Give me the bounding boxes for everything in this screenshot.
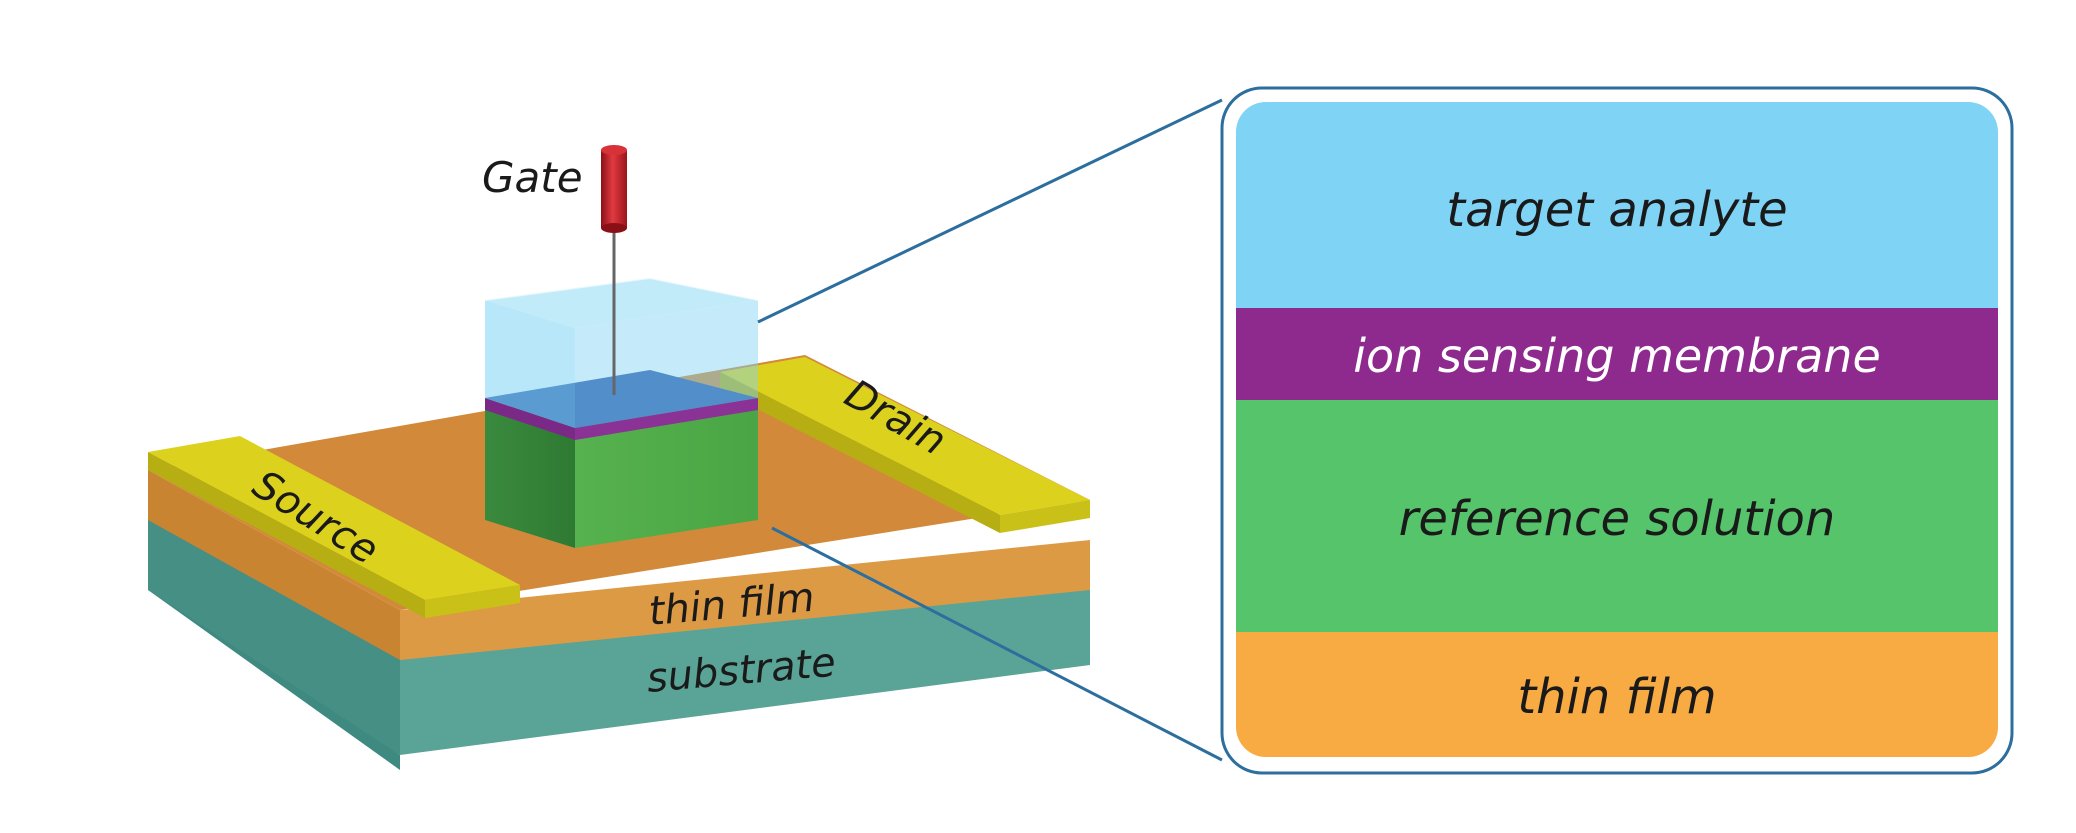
layer-target-analyte [1236, 102, 1998, 308]
substrate-right-face [400, 580, 1090, 755]
reference-front-face [485, 405, 575, 548]
gate-cylinder-bottom [601, 223, 627, 233]
sensing-cube [484, 276, 759, 548]
zoom-connector-top [757, 98, 1223, 324]
substrate-layer [148, 505, 1090, 770]
gate-cylinder-top [601, 145, 627, 155]
source-electrode [148, 436, 520, 618]
analyte-top-face [485, 278, 758, 328]
drain-top-face [720, 357, 1090, 515]
thin-film-left-face [148, 470, 400, 660]
membrane-right-strip [575, 398, 758, 440]
analyte-front-face [485, 300, 575, 428]
layer-thin-film [1236, 632, 1998, 757]
layer-ion-sensing-membrane [1236, 308, 1998, 400]
gate-label: Gate [482, 153, 583, 202]
gate-probe [601, 145, 627, 395]
thin-film-panel-label: thin film [1517, 669, 1716, 725]
drain-left-face [720, 372, 1000, 533]
source-end-face [425, 585, 520, 618]
drain-front-face [1000, 500, 1090, 533]
ion-sensing-membrane-label: ion sensing membrane [1353, 329, 1881, 383]
source-top-face [148, 436, 520, 600]
target-analyte-label: target analyte [1446, 182, 1787, 238]
substrate-left-face [148, 505, 400, 755]
analyte-right-face [575, 300, 758, 428]
membrane-front-strip [485, 398, 575, 440]
drain-electrode [720, 357, 1090, 533]
source-front-face [148, 452, 425, 618]
thin-film-right-face [400, 540, 1090, 660]
zoom-connector-bottom [771, 526, 1223, 762]
zoom-panel [1220, 86, 2014, 775]
layer-reference-solution [1236, 400, 1998, 632]
reference-solution-label: reference solution [1399, 491, 1836, 547]
analyte-edge [484, 276, 759, 301]
reference-right-face [575, 405, 758, 548]
gate-cylinder [601, 150, 627, 228]
